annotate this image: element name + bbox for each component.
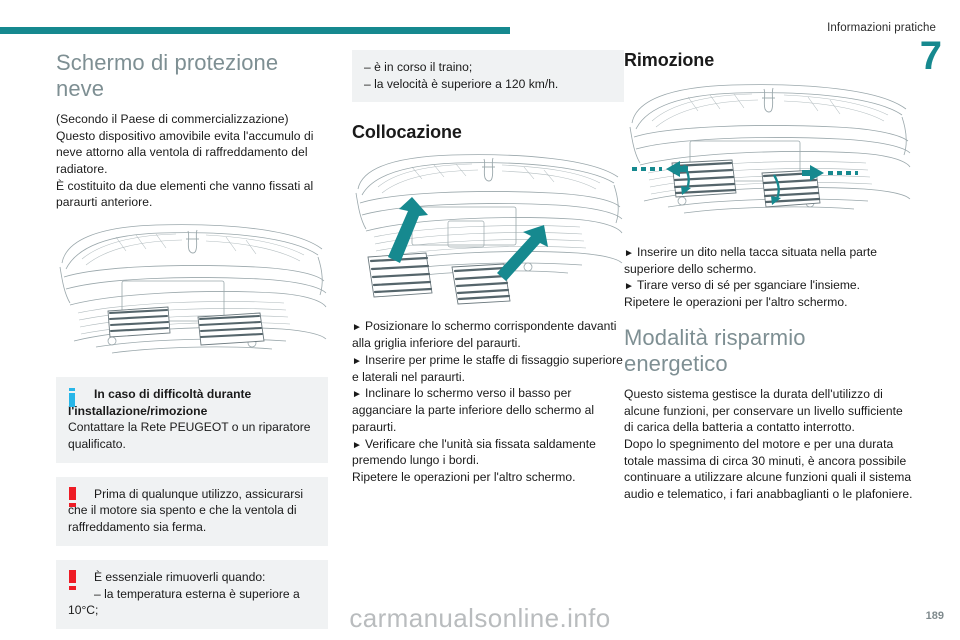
warning-icon (69, 569, 76, 590)
heading-collocazione: Collocazione (352, 122, 462, 143)
arrow-pull-left-icon (632, 161, 688, 177)
step-item: ►Inserire per prime le staffe di fissagg… (352, 352, 624, 385)
step-text: Inclinare lo schermo verso il basso per … (352, 386, 595, 434)
arrow-up-left-icon (388, 197, 428, 264)
note-continued-conditions: – è in corso il traino; – la velocità è … (352, 50, 624, 103)
warning-remove-conditions: È essenziale rimuoverli quando: – la tem… (56, 559, 328, 629)
step-text: Inserire un dito nella tacca situata nel… (624, 245, 878, 276)
warning-line-2: – la temperatura esterna è superiore a 1… (68, 586, 300, 618)
column-right: Rimozione (624, 50, 914, 503)
illustration-removal-arrows (624, 81, 914, 236)
warning-line-1: È essenziale rimuoverli quando: (94, 569, 266, 584)
step-item: ►Posizionare lo schermo corrispondente d… (352, 318, 624, 351)
snow-screen-left-fitted (671, 159, 737, 198)
step-text: Inserire per prime le staffe di fissaggi… (352, 352, 623, 384)
step-text: Verificare che l'unità sia fissata salda… (352, 436, 596, 468)
arrow-right-icon: ► (352, 389, 362, 401)
warning-engine-off: Prima di qualunque utilizzo, assicurarsi… (56, 476, 328, 546)
arrow-up-right-icon (497, 225, 548, 282)
step-text: Posizionare lo schermo corrispondente da… (352, 319, 617, 351)
paragraph-energy-1: Questo sistema gestisce la durata dell'u… (624, 386, 903, 435)
paragraph-energy-2: Dopo lo spegnimento del motore e per una… (624, 436, 913, 501)
note-installation-difficulty: In caso di difficoltà durante l'installa… (56, 377, 328, 463)
snow-screen-loose-right (451, 263, 511, 305)
page-title: Schermo di protezione neve (56, 50, 279, 101)
condition-item-2: – la velocità è superiore a 120 km/h. (364, 76, 559, 91)
arrow-right-icon: ► (352, 439, 362, 451)
illustration-placement-arrows (352, 153, 624, 308)
arrow-right-icon: ► (352, 322, 362, 334)
arrow-pull-right-icon (802, 165, 858, 181)
snow-screen-left-fitted (107, 306, 171, 338)
arrow-right-icon: ► (352, 355, 362, 367)
step-item: ►Verificare che l'unità sia fissata sald… (352, 436, 624, 469)
note-body: Contattare la Rete PEUGEOT o un riparato… (68, 420, 311, 452)
page-number: 189 (925, 610, 944, 622)
site-watermark: carmanualsonline.info (349, 603, 611, 633)
step-item: ►Inserire un dito nella tacca situata ne… (624, 244, 914, 277)
arrow-right-icon: ► (624, 248, 634, 259)
column-middle: – è in corso il traino; – la velocità è … (352, 50, 624, 486)
header-accent-bar (0, 27, 510, 34)
warning-body: Prima di qualunque utilizzo, assicurarsi… (68, 486, 304, 535)
heading-modalita-risparmio: Modalità risparmio energetico (624, 324, 806, 376)
arrow-right-icon: ► (624, 281, 634, 293)
steps-closing-text: Ripetere le operazioni per l'altro scher… (624, 295, 848, 310)
chapter-number: 7 (919, 34, 942, 78)
paragraph-two-elements: È costituito da due elementi che vanno f… (56, 178, 314, 210)
steps-rimozione: ►Inserire un dito nella tacca situata ne… (624, 244, 914, 311)
heading-rimozione: Rimozione (624, 50, 715, 70)
warning-icon (69, 486, 76, 507)
snow-screen-right-fitted (197, 312, 265, 346)
header-section-title: Informazioni pratiche (827, 22, 936, 34)
step-item: ►Tirare verso di sé per sganciare l'insi… (624, 277, 914, 294)
snow-screen-loose-left (367, 252, 433, 298)
step-item: ►Inclinare lo schermo verso il basso per… (352, 385, 624, 435)
paragraph-market: (Secondo il Paese di commercializzazione… (56, 111, 289, 126)
illustration-bumper-fitted (56, 223, 328, 363)
steps-closing-text: Ripetere le operazioni per l'altro scher… (352, 470, 576, 484)
step-text: Tirare verso di sé per sganciare l'insie… (637, 278, 860, 293)
column-left: Schermo di protezione neve (Secondo il P… (56, 50, 328, 629)
steps-collocazione: ►Posizionare lo schermo corrispondente d… (352, 318, 624, 485)
condition-item-1: – è in corso il traino; (364, 60, 473, 74)
info-icon (69, 388, 75, 408)
paragraph-device-description: Questo dispositivo amovibile evita l'acc… (56, 128, 314, 176)
note-heading: In caso di difficoltà durante l'installa… (68, 387, 252, 418)
